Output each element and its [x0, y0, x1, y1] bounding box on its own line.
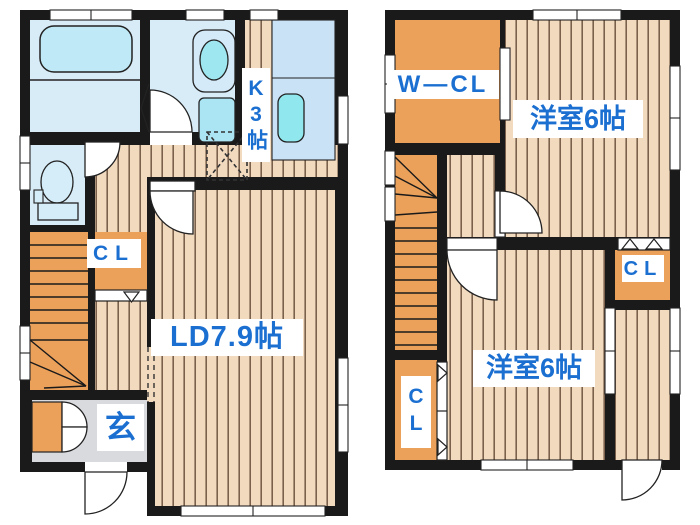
- label-bedroom-bottom: 洋室6帖: [473, 350, 595, 387]
- vanity-basin: [199, 39, 229, 81]
- closet-opening-1f: [94, 289, 148, 303]
- label-closet-bottom-2f: CL: [401, 376, 431, 448]
- shoe-cabinet-door-bottom: [61, 426, 88, 453]
- toilet-door: [84, 141, 121, 178]
- wcl-opening: [499, 47, 511, 121]
- stair-treads-1f: [29, 244, 88, 389]
- living-door: [149, 190, 194, 235]
- shoe-cabinet: [31, 401, 63, 453]
- doors-1f: [61, 83, 196, 515]
- bedroom-bottom-door: [446, 249, 498, 301]
- dashed-opening: [147, 347, 155, 402]
- doors-2f: [446, 190, 663, 501]
- stair-hall: [447, 155, 495, 237]
- label-closet-top-2f: CL: [622, 255, 664, 282]
- floor-plan-1f-drawing: [19, 9, 349, 517]
- label-living-dining: LD7.9帖: [151, 319, 303, 356]
- bedroom-top-door: [499, 190, 543, 234]
- toilet-bowl: [40, 160, 74, 204]
- stairs-2f: [395, 155, 437, 350]
- label-kitchen: K3帖: [242, 68, 270, 162]
- label-entrance: 玄: [97, 404, 144, 451]
- label-walk-in-closet: W—CL: [387, 70, 499, 99]
- stair-treads-2f: [394, 156, 438, 346]
- bathtub: [39, 25, 133, 73]
- outside-cutout: [20, 472, 147, 516]
- fixtures-1f: [30, 19, 336, 221]
- windows-1f: [19, 9, 349, 517]
- closet-doors-2f: [436, 237, 671, 461]
- side-corridor: [615, 310, 670, 460]
- floor-plan-1f: K3帖 LD7.9帖 CL 玄: [19, 9, 349, 517]
- corridor-door: [621, 459, 663, 501]
- washing-machine: [198, 97, 236, 143]
- label-closet-1f: CL: [87, 239, 141, 268]
- label-bedroom-top: 洋室6帖: [513, 100, 643, 138]
- floor-plan-2f: W—CL 洋室6帖 洋室6帖 CL CL: [384, 9, 681, 510]
- entrance-door: [84, 471, 128, 515]
- bath-folding-door: [140, 83, 150, 133]
- washroom-door: [149, 89, 193, 133]
- kitchen-sink: [277, 93, 305, 143]
- toilet-tank: [37, 202, 79, 221]
